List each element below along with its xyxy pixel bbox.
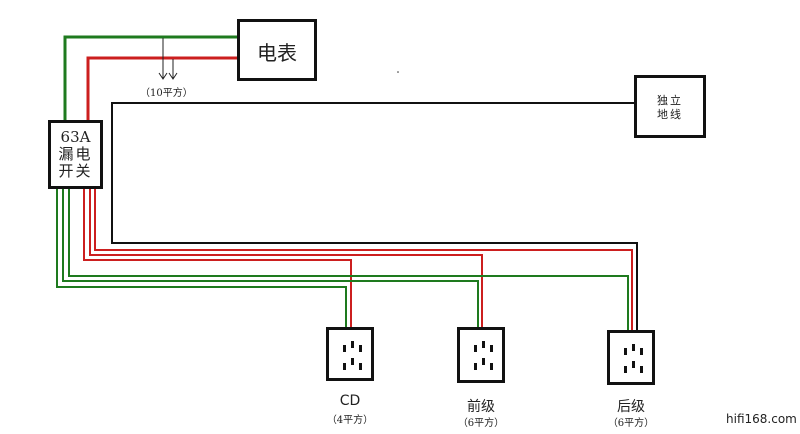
ground-label-line1: 独立 [657, 94, 683, 107]
live-wire-rear-amp [94, 189, 633, 330]
outlet-cd-name: CD [339, 393, 361, 409]
outlet-rear-amp [607, 330, 655, 385]
ground-wire [111, 102, 638, 330]
outlet-slot-icon [359, 345, 362, 352]
outlet-cd-spec: （4平方） [326, 415, 374, 426]
outlet-slot-icon [343, 363, 346, 370]
outlet-rear-amp-spec: （6平方） [607, 418, 655, 429]
electric-meter: 电表 [237, 19, 317, 81]
outlet-slot-icon [351, 341, 354, 348]
leakage-breaker: 63A 漏电 开关 [48, 120, 103, 189]
independent-ground-box: 独立 地线 [634, 75, 706, 138]
main-cable-spec: （10平方） [140, 88, 193, 99]
watermark: hifi168.com [726, 412, 797, 426]
stray-dot [397, 71, 399, 73]
outlet-preamp-name: 前级 [467, 399, 495, 415]
ground-label-line2: 地线 [657, 108, 683, 121]
outlet-slot-icon [490, 363, 493, 370]
outlet-slot-icon [474, 345, 477, 352]
live-wire-cd [83, 189, 352, 327]
outlet-preamp-spec: （6平方） [457, 418, 505, 429]
outlet-slot-icon [351, 358, 354, 365]
outlet-slot-icon [640, 348, 643, 355]
outlet-slot-icon [482, 341, 485, 348]
outlet-slot-icon [624, 366, 627, 373]
breaker-rating: 63A [60, 128, 91, 146]
outlet-slot-icon [624, 348, 627, 355]
outlet-slot-icon [343, 345, 346, 352]
meter-label: 电表 [257, 41, 297, 65]
outlet-rear-amp-name: 后级 [617, 399, 645, 415]
breaker-label-line1: 漏电 [58, 145, 93, 163]
arrow-live-head [168, 72, 178, 80]
earth-wire-preamp [62, 189, 479, 327]
outlet-slot-icon [359, 363, 362, 370]
breaker-label-line2: 开关 [58, 162, 93, 180]
outlet-slot-icon [632, 361, 635, 368]
earth-wire-main [63, 35, 238, 120]
outlet-preamp [457, 327, 505, 383]
outlet-slot-icon [474, 363, 477, 370]
earth-wire-rear-amp [68, 189, 629, 330]
arrow-earth-head [158, 72, 168, 80]
outlet-slot-icon [640, 366, 643, 373]
outlet-slot-icon [632, 344, 635, 351]
outlet-slot-icon [482, 358, 485, 365]
earth-wire-cd [56, 189, 347, 327]
outlet-slot-icon [490, 345, 493, 352]
live-wire-preamp [89, 189, 483, 327]
live-wire-main [86, 56, 238, 120]
outlet-cd [326, 327, 374, 381]
